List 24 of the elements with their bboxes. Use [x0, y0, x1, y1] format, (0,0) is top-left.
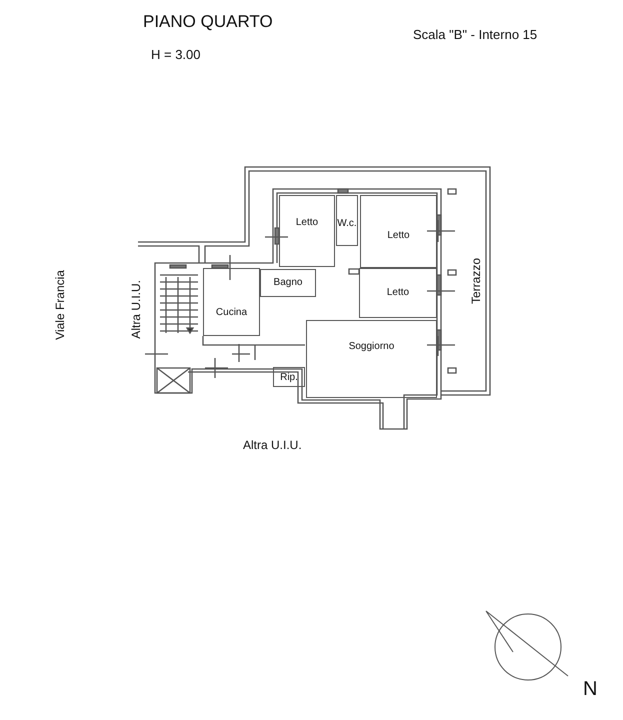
room-label: Soggiorno — [348, 341, 394, 353]
north-label: N — [583, 678, 598, 701]
room — [273, 367, 305, 387]
room-label: Letto — [296, 217, 318, 229]
room-label: Bagno — [274, 277, 302, 289]
neighbour-unit-label: Altra U.I.U. — [243, 438, 302, 452]
room — [306, 320, 437, 398]
room — [203, 268, 260, 336]
neighbour-unit-label: Altra U.I.U. — [129, 280, 143, 339]
room-label: W.c. — [337, 218, 357, 230]
room — [359, 268, 437, 318]
room-label: Letto — [387, 230, 410, 242]
room-label: Rip. — [280, 372, 298, 384]
room-label: Terrazzo — [470, 258, 482, 304]
room-label: Cucina — [216, 307, 248, 319]
staircase-unit-note: Scala "B" - Interno 15 — [413, 27, 538, 42]
street-name: Viale Francia — [53, 270, 67, 340]
room — [260, 269, 316, 297]
room — [279, 195, 335, 267]
room — [336, 195, 358, 246]
floor-height-note: H = 3.00 — [151, 47, 201, 62]
room — [360, 195, 437, 268]
room-label: Letto — [386, 287, 410, 299]
plan-title: PIANO QUARTO — [143, 12, 273, 32]
